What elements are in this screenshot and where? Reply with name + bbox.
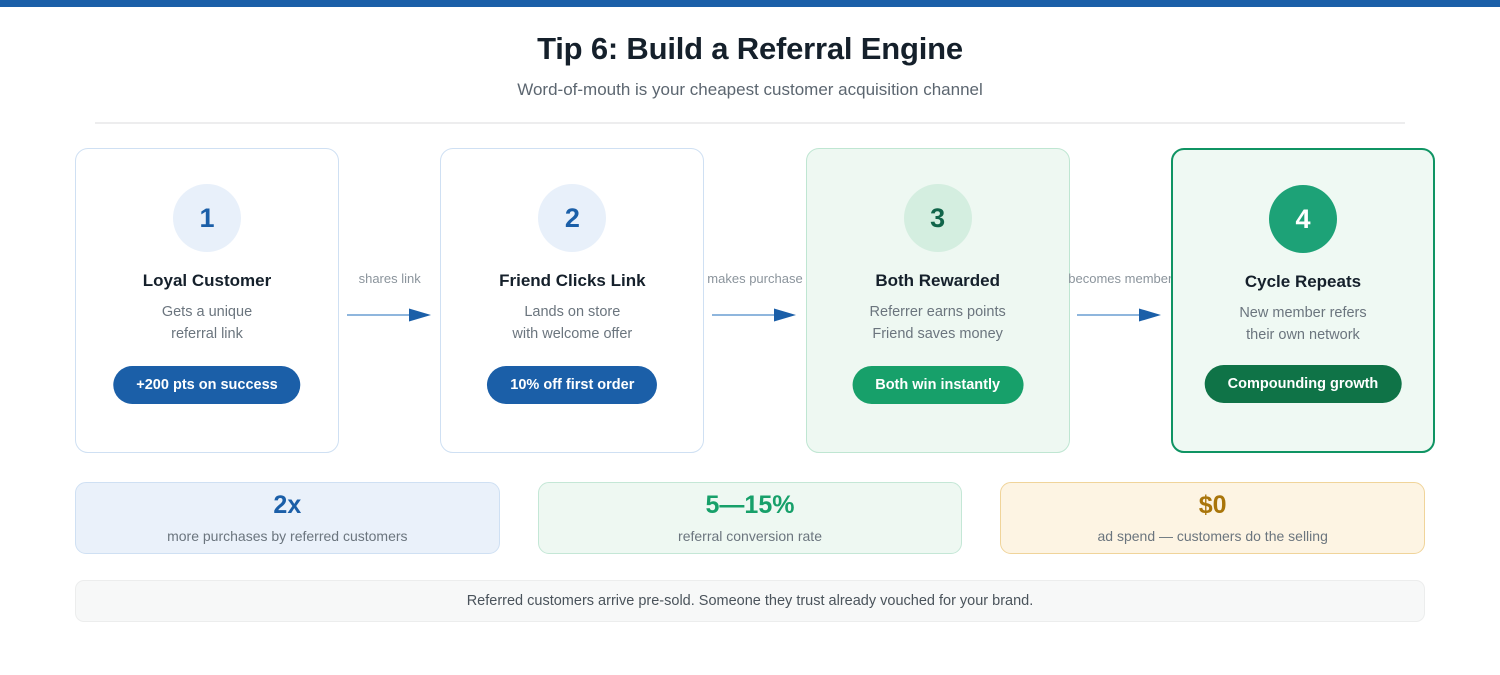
connector-arrow-1: [346, 308, 433, 327]
flow-connector-2: makes purchase: [704, 148, 805, 453]
connector-label-1: shares link: [358, 271, 421, 287]
step-title-4: Cycle Repeats: [1244, 272, 1362, 292]
step-description-3: Referrer earns points Friend saves money: [870, 301, 1006, 345]
step-number-badge-3: 3: [903, 184, 972, 253]
step-pill-2[interactable]: 10% off first order: [487, 366, 658, 405]
stat-value-2: 5—15%: [705, 491, 795, 520]
stat-value-1: 2x: [273, 491, 302, 520]
step-description-2: Lands on store with welcome offer: [512, 301, 632, 345]
step-description-line1-4: New member refers: [1239, 304, 1367, 321]
flow-step-card-1[interactable]: 1 Loyal Customer Gets a unique referral …: [75, 148, 339, 454]
flow-step-card-2[interactable]: 2 Friend Clicks Link Lands on store with…: [440, 148, 705, 454]
step-title-2: Friend Clicks Link: [499, 271, 646, 291]
referral-flow: 1 Loyal Customer Gets a unique referral …: [0, 148, 1500, 454]
stat-label-3: ad spend — customers do the selling: [1097, 527, 1328, 544]
connector-arrow-2: [711, 308, 798, 327]
stat-card-3: $0 ad spend — customers do the selling: [1000, 482, 1426, 555]
step-description-line1-2: Lands on store: [524, 303, 621, 320]
connector-label-3: becomes member: [1068, 271, 1173, 287]
step-description-line1-3: Referrer earns points: [869, 303, 1006, 320]
stat-label-1: more purchases by referred customers: [167, 527, 408, 544]
step-title-3: Both Rewarded: [875, 271, 1000, 291]
top-accent-bar: [0, 0, 1500, 7]
stat-card-2: 5—15% referral conversion rate: [537, 482, 963, 555]
connector-label-2: makes purchase: [707, 271, 803, 287]
footer-banner: Referred customers arrive pre-sold. Some…: [75, 580, 1425, 623]
step-description-line2-4: their own network: [1246, 326, 1360, 343]
step-description-line2-1: referral link: [171, 325, 243, 342]
stat-card-1: 2x more purchases by referred customers: [75, 482, 500, 555]
page-title: Tip 6: Build a Referral Engine: [537, 31, 963, 66]
step-description-line1-1: Gets a unique: [161, 303, 253, 320]
step-description-1: Gets a unique referral link: [162, 301, 252, 345]
footer-text: Referred customers arrive pre-sold. Some…: [466, 593, 1034, 610]
stat-value-3: $0: [1198, 491, 1227, 520]
step-description-line2-2: with welcome offer: [512, 325, 633, 342]
header: Tip 6: Build a Referral Engine Word-of-m…: [0, 7, 1500, 125]
step-description-line2-3: Friend saves money: [872, 325, 1003, 342]
flow-connector-1: shares link: [339, 148, 440, 453]
step-title-1: Loyal Customer: [142, 271, 272, 291]
flow-connector-3: becomes member: [1068, 148, 1173, 453]
arrow-right-icon: [711, 308, 796, 322]
connector-arrow-3: [1077, 308, 1163, 327]
flow-step-card-3[interactable]: 3 Both Rewarded Referrer earns points Fr…: [805, 148, 1070, 454]
stats-row: 2x more purchases by referred customers …: [0, 482, 1500, 555]
page-container: Tip 6: Build a Referral Engine Word-of-m…: [0, 7, 1500, 675]
step-number-badge-4: 4: [1268, 185, 1337, 254]
step-pill-4[interactable]: Compounding growth: [1204, 365, 1402, 404]
step-pill-3[interactable]: Both win instantly: [852, 366, 1024, 405]
flow-step-card-4[interactable]: 4 Cycle Repeats New member refers their …: [1170, 148, 1435, 454]
header-divider: [95, 122, 1405, 125]
arrow-right-icon: [346, 308, 431, 322]
arrow-right-icon: [1077, 308, 1162, 322]
step-pill-1[interactable]: +200 pts on success: [113, 366, 301, 405]
page-subtitle: Word-of-mouth is your cheapest customer …: [517, 80, 983, 100]
stat-label-2: referral conversion rate: [678, 527, 822, 544]
step-description-4: New member refers their own network: [1239, 302, 1366, 346]
step-number-badge-2: 2: [538, 184, 607, 253]
step-number-badge-1: 1: [173, 184, 241, 253]
